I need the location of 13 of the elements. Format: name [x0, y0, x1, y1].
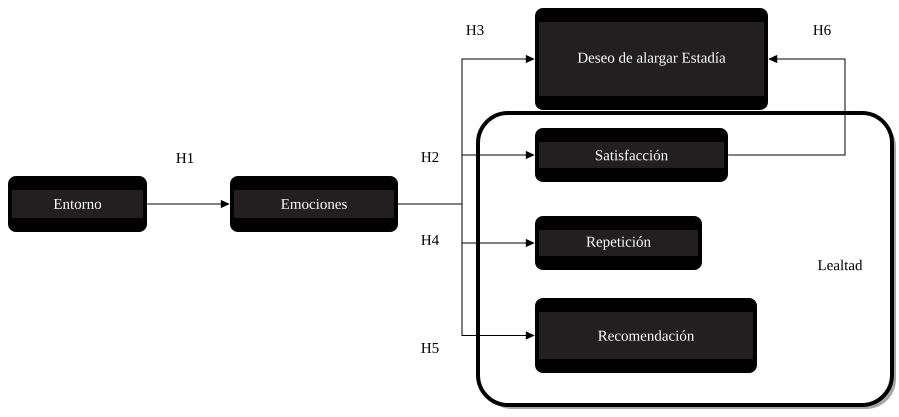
process-box: Entorno [8, 176, 148, 232]
process-box: Emociones [230, 176, 398, 232]
edge-label: H5 [420, 342, 440, 354]
process-box: Repetición [535, 216, 702, 270]
edge-label: H3 [464, 24, 486, 36]
process-box: Satisfacción [535, 128, 728, 182]
edge-label: H1 [174, 152, 196, 164]
edge-label: H4 [420, 234, 440, 246]
process-box: Deseo de alargar Estadía [535, 8, 768, 110]
edge-label: H6 [812, 24, 832, 36]
edge-label: H2 [420, 151, 440, 163]
node-label: Deseo de alargar Estadía [578, 52, 726, 66]
process-box: Recomendación [535, 298, 757, 373]
